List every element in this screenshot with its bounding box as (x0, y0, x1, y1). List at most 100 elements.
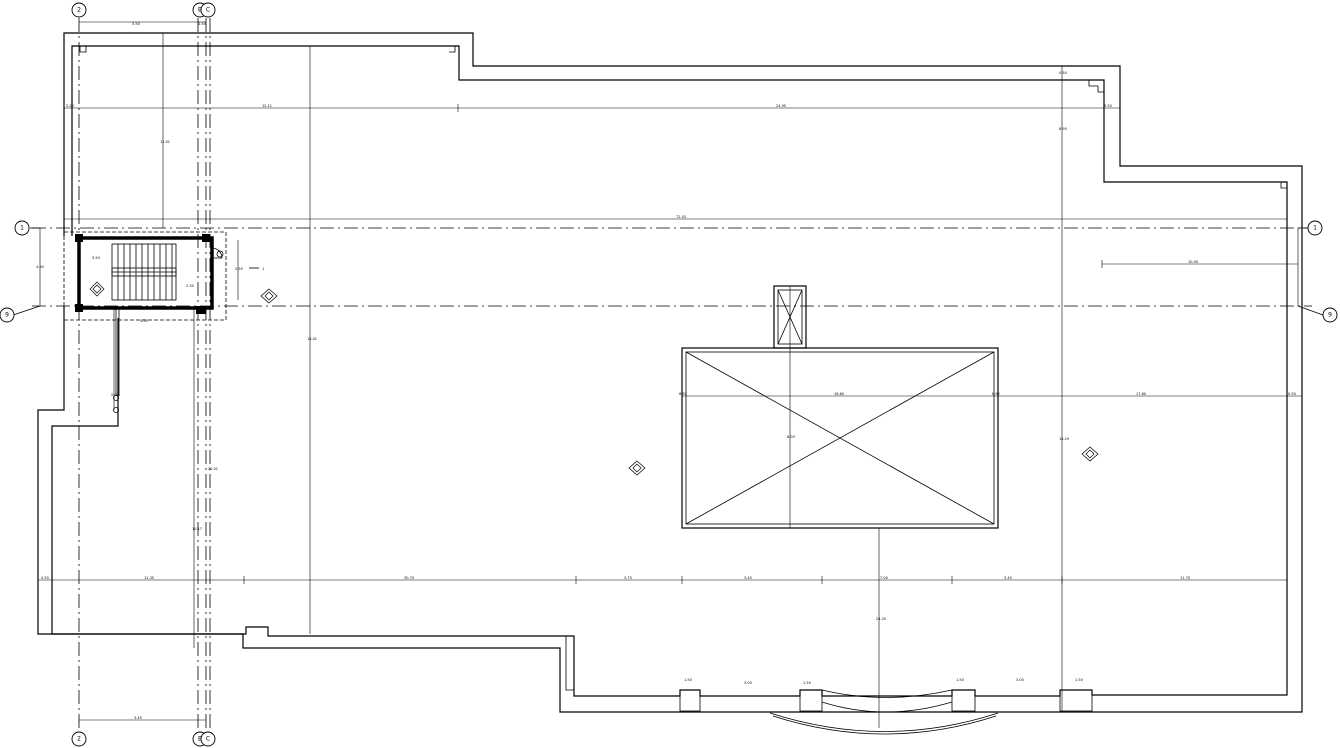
vent-shaft-inner (777, 289, 803, 345)
dim-mid-4: 17.60 (1136, 392, 1146, 396)
dim-low-5: 3.45 (744, 576, 752, 580)
dim-mid-2: 16.60 (834, 392, 844, 396)
window-pier-2 (799, 689, 823, 712)
parapet-step-bottom (565, 636, 574, 691)
dim-v-7: 10.17 (192, 527, 202, 531)
window-pier-1 (679, 689, 701, 712)
dim-stair-1: 3.50 (132, 22, 140, 26)
dim-stair-5: 4.50 (140, 319, 148, 323)
dim-win-5: 3.00 (1016, 678, 1024, 682)
axis-label-b-top: B (198, 7, 202, 14)
axis-label-c-top: C (206, 7, 210, 14)
dim-v-6: 22.01 (208, 467, 218, 471)
curved-wall-inner (821, 689, 953, 698)
axis-bubble-c-bottom (200, 731, 216, 747)
dim-win-6: 1.50 (1075, 678, 1083, 682)
dim-low-7: 3.45 (1004, 576, 1012, 580)
stair-core-wall (77, 236, 214, 310)
building-outline (37, 32, 1303, 713)
skylight-inner (685, 351, 995, 525)
dimension-lines (38, 21, 1302, 728)
dim-v-3: 16.01 (307, 337, 317, 341)
window-pier-3 (951, 689, 976, 712)
dim-top-3: 24.95 (776, 104, 786, 108)
vent-shaft-outer (773, 285, 807, 349)
dim-v-12: 2.50 (235, 267, 243, 271)
dim-win-4: 1.50 (956, 678, 964, 682)
elevation-markers (89, 281, 1099, 476)
skylight-diagonal-2 (685, 351, 995, 525)
dim-low-4: 3.75 (624, 576, 632, 580)
curved-canopy-outer2 (772, 715, 997, 735)
dim-win-2: 3.00 (744, 681, 752, 685)
dim-low-3: 30.70 (404, 576, 414, 580)
dim-long: 72.43 (676, 215, 686, 219)
parapet-step-top (449, 46, 456, 53)
column-1 (75, 234, 83, 242)
marker-stair (89, 281, 105, 297)
dim-bottom: 3.45 (134, 716, 142, 720)
marker-left (260, 288, 278, 304)
dim-v-4: 18.19 (1059, 437, 1069, 441)
dim-top-1: 3.20 (66, 104, 74, 108)
axis-bubble-9-right (1322, 307, 1338, 323)
dim-mid-3: 6.92 (992, 392, 1000, 396)
column-2 (202, 234, 210, 242)
dim-low-6: 7.00 (880, 576, 888, 580)
axis-label-2-top: 2 (77, 7, 81, 14)
dim-v-2: 8.95 (1059, 127, 1067, 131)
dim-win-3: 1.50 (803, 681, 811, 685)
dim-top-4: 0.50 (1104, 104, 1112, 108)
axis-label-b-bottom: B (198, 736, 202, 743)
stair-tag: 1 (262, 267, 264, 271)
roof-skylight (681, 285, 999, 529)
dim-v-8: 24.20 (876, 617, 886, 621)
dim-low-1: 0.50 (41, 576, 49, 580)
axis-bubble-9-left (0, 307, 15, 323)
dimension-texts: 3.20 12.11 24.95 0.50 72.43 0.50 11.35 3… (36, 22, 1296, 720)
dim-mid-5: 0.50 (1288, 392, 1296, 396)
stair-treads (111, 243, 177, 301)
dim-stair-2: 0.50 (198, 22, 206, 26)
dim-low-8: 11.70 (1180, 576, 1190, 580)
axis-label-9-left: 9 (5, 312, 9, 319)
axis-bubble-1-left (14, 220, 30, 236)
dim-v-5: 12.01 (160, 140, 170, 144)
window-pier-4 (1059, 689, 1093, 712)
column-4 (196, 306, 206, 314)
dim-stair-3: 3.50 (92, 256, 100, 260)
grid-axes (32, 18, 1312, 732)
dimension-ticks (243, 104, 1288, 584)
column-3 (75, 304, 83, 312)
axis-label-c-bottom: C (206, 736, 210, 743)
dim-v-10: 8.03 (787, 435, 795, 439)
axis-label-1-right: 1 (1313, 225, 1317, 232)
axis-bubble-1-right (1307, 220, 1323, 236)
axis-label-9-right: 9 (1328, 312, 1332, 319)
parapet-step-right2 (1280, 182, 1287, 189)
stair-core-envelope (63, 231, 227, 321)
curved-wall-mid (821, 701, 953, 713)
drain-2 (113, 407, 119, 413)
dim-v-1: 0.50 (1059, 71, 1067, 75)
axis-bubble-2-bottom (71, 731, 87, 747)
vent-shaft-diag-2 (777, 289, 803, 345)
door-swing (211, 247, 223, 259)
axis-label-2-bottom: 2 (77, 736, 81, 743)
door-hinge (216, 250, 224, 258)
bay-windows (679, 689, 1093, 735)
dim-win-1: 1.50 (684, 678, 692, 682)
marker-center (628, 460, 646, 476)
marker-right (1081, 446, 1099, 462)
dim-mid-1: 6.92 (679, 392, 687, 396)
dim-v-9: 4.50 (36, 265, 44, 269)
dim-top-2: 12.11 (262, 104, 272, 108)
axis-bubble-2-top (71, 2, 87, 18)
dim-v-11: 2.00 (111, 393, 119, 397)
parapet-step-right (1088, 80, 1104, 93)
dim-low-2: 11.35 (144, 576, 154, 580)
curved-canopy-outer (769, 712, 999, 732)
dim-right: 10.00 (1188, 260, 1198, 264)
